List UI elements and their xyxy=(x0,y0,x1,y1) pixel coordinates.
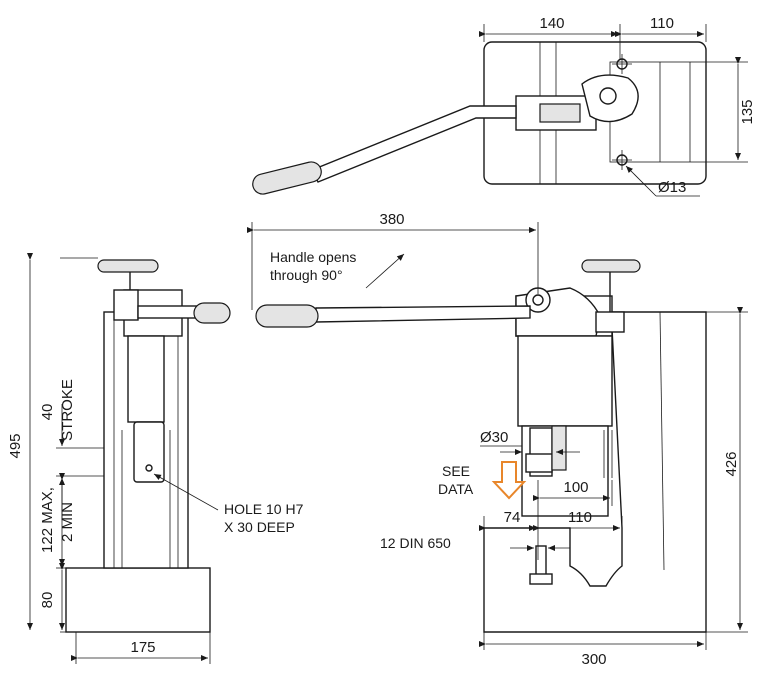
dim-range-122: 122 MAX, xyxy=(39,487,56,553)
dim-throat-100: 100 xyxy=(563,479,588,496)
note-hole-line2: X 30 DEEP xyxy=(224,519,295,535)
handwheel-side xyxy=(581,259,641,273)
dim-top-135: 135 xyxy=(739,99,756,124)
dim-base-80: 80 xyxy=(39,592,56,609)
dim-offset-110: 110 xyxy=(568,509,592,526)
dim-width-175: 175 xyxy=(130,639,155,656)
dim-range-2: 2 MIN xyxy=(59,502,76,542)
side-view: 380 Handle opens through 90° Ø30 SEE DAT… xyxy=(247,211,748,668)
dim-height-495: 495 xyxy=(7,433,24,458)
dim-hole-13: Ø13 xyxy=(658,179,686,196)
note-handle-line1: Handle opens xyxy=(270,249,356,265)
dim-height-426: 426 xyxy=(723,451,740,476)
dim-offset-74: 74 xyxy=(504,509,521,526)
note-see: SEE xyxy=(442,463,470,479)
note-hole-line1: HOLE 10 H7 xyxy=(224,501,304,517)
dim-handle-380: 380 xyxy=(379,211,404,228)
dim-top-140: 140 xyxy=(539,15,564,32)
handwheel-front xyxy=(97,259,159,273)
see-data-arrow-icon xyxy=(491,461,527,500)
dim-width-300: 300 xyxy=(581,651,606,668)
note-handle-line2: through 90° xyxy=(270,267,343,283)
dim-stroke-40: 40 xyxy=(39,404,56,421)
handle-grip-top xyxy=(252,161,322,195)
handle-top-view xyxy=(311,105,517,183)
dim-slot-12: 12 DIN 650 xyxy=(380,535,451,551)
handle-grip-side xyxy=(255,304,319,328)
handle-grip-front xyxy=(193,302,231,324)
dim-stroke-label: STROKE xyxy=(59,379,76,441)
front-view: 495 40 STROKE 122 MAX, 2 MIN 80 175 HOLE… xyxy=(7,253,304,664)
top-view: 140 110 135 Ø13 xyxy=(252,15,756,197)
dim-ram-30: Ø30 xyxy=(480,429,508,446)
dim-top-110: 110 xyxy=(650,15,674,32)
note-data: DATA xyxy=(438,481,474,497)
handle-side-view xyxy=(315,305,531,323)
